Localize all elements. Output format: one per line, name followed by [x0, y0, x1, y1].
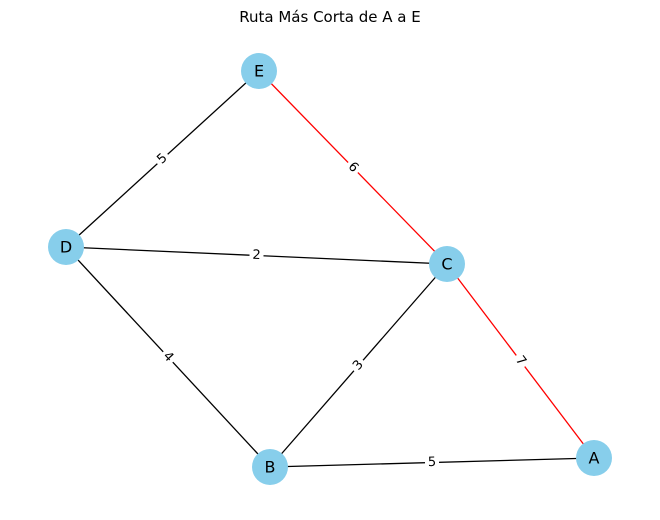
edge-weight-label: 5: [151, 148, 174, 170]
node-e: E: [241, 53, 277, 89]
edge-weight-label: 6: [342, 156, 364, 179]
edge-labels-layer: 5 6 2 4 3 7 5: [151, 148, 532, 471]
node-b: B: [252, 449, 288, 485]
node-circle: [48, 229, 84, 265]
node-circle: [576, 440, 612, 476]
edge-weight-label-bg: [347, 354, 370, 377]
node-label: A: [589, 449, 600, 468]
edge-weight-label-bg: [157, 346, 179, 368]
node-circle: [429, 246, 465, 282]
node-label: B: [265, 458, 276, 477]
edge-weight-label-bg: [249, 247, 264, 264]
edge-weight-label: 5: [424, 454, 440, 471]
edge-weight-label-bg: [424, 454, 440, 471]
node-circle: [241, 53, 277, 89]
edge-weight-label: 2: [249, 247, 264, 264]
nodes-layer: E D C B A: [48, 53, 612, 485]
edge-weight-text: 2: [252, 248, 261, 263]
edge-weight-label: 3: [347, 354, 370, 377]
node-circle: [252, 449, 288, 485]
node-c: C: [429, 246, 465, 282]
edge-weight-label-bg: [151, 148, 174, 170]
node-label: D: [60, 238, 72, 257]
node-label: E: [254, 62, 264, 81]
graph-title: Ruta Más Corta de A a E: [239, 8, 420, 26]
node-label: C: [441, 255, 452, 274]
edge-weight-label-bg: [509, 350, 532, 372]
edge-weight-label: 4: [157, 346, 179, 368]
edge-weight-label: 7: [509, 350, 532, 372]
edges-layer: [65, 70, 595, 468]
edge-weight-text: 5: [428, 455, 437, 470]
edge-weight-label-bg: [342, 156, 364, 179]
node-a: A: [576, 440, 612, 476]
node-d: D: [48, 229, 84, 265]
